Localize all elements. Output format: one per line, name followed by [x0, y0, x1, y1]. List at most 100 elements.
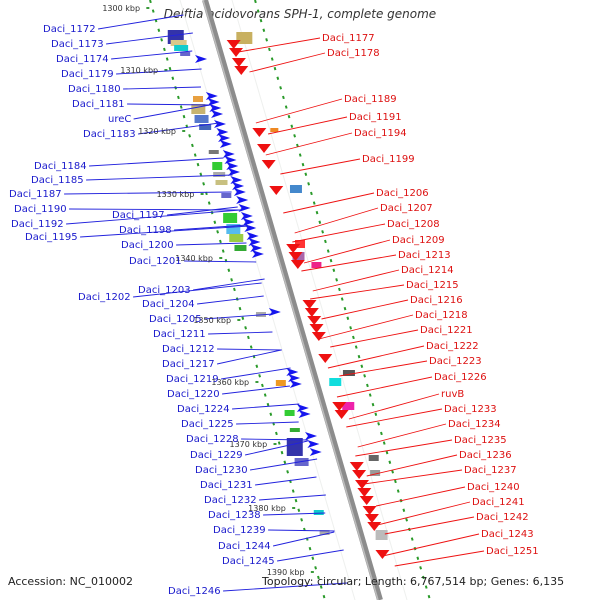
- right-gene-label: Daci_1241: [472, 497, 525, 508]
- forward-gene-arrow: [232, 182, 245, 190]
- reverse-gene-arrow: [357, 488, 372, 497]
- left-gene-label: ureC: [108, 114, 131, 125]
- gene-block: [191, 104, 206, 114]
- scale-label: 1380 kbp: [248, 504, 286, 513]
- scale-label: 1330 kbp: [157, 190, 195, 199]
- forward-gene-arrow: [242, 218, 255, 226]
- left-gene-label: Daci_1192: [11, 219, 64, 230]
- right-gene-label: Daci_1177: [322, 33, 375, 44]
- left-gene-label: Daci_1217: [162, 359, 215, 370]
- right-gene-label: Daci_1237: [464, 465, 517, 476]
- left-gene-label: Daci_1212: [162, 344, 215, 355]
- right-gene-label: Daci_1242: [476, 512, 529, 523]
- reverse-gene-arrow: [261, 160, 276, 169]
- reverse-gene-arrow: [226, 40, 241, 49]
- reverse-gene-arrow: [286, 244, 301, 253]
- reverse-gene-arrow: [234, 66, 249, 75]
- left-gene-label: Daci_1195: [25, 232, 78, 243]
- left-gene-label: Daci_1183: [83, 129, 136, 140]
- left-gene-label: Daci_1244: [218, 541, 271, 552]
- reverse-gene-arrow: [375, 550, 390, 559]
- forward-gene-arrow: [288, 374, 301, 382]
- reverse-gene-arrow: [288, 252, 303, 261]
- reverse-gene-arrow: [352, 470, 367, 479]
- left-gene-label: Daci_1172: [43, 24, 96, 35]
- reverse-gene-arrow: [231, 58, 246, 67]
- reverse-gene-arrow: [290, 260, 305, 269]
- gene-block: [193, 96, 204, 102]
- gene-block: [170, 40, 187, 46]
- left-gene-label: Daci_1198: [119, 225, 172, 236]
- left-gene-label: Daci_1187: [9, 189, 62, 200]
- right-gene-label: Daci_1209: [392, 235, 445, 246]
- forward-gene-arrow: [222, 150, 235, 158]
- scale-label: 1300 kbp: [102, 4, 140, 13]
- right-gene-label: Daci_1240: [467, 482, 520, 493]
- gene-block: [311, 262, 322, 268]
- right-gene-label: Daci_1194: [354, 128, 407, 139]
- right-gene-label: Daci_1221: [420, 325, 473, 336]
- scale-label: 1340 kbp: [175, 254, 213, 263]
- forward-gene-arrow: [211, 110, 224, 118]
- forward-gene-arrow: [205, 92, 218, 100]
- forward-gene-arrow: [224, 156, 237, 164]
- left-gene-label: Daci_1184: [34, 161, 87, 172]
- forward-gene-arrow: [219, 140, 232, 148]
- reverse-gene-arrow: [359, 496, 374, 505]
- forward-gene-arrow: [250, 244, 263, 252]
- reverse-gene-arrow: [318, 354, 333, 363]
- right-gene-label: Daci_1191: [349, 112, 402, 123]
- gene-block: [286, 438, 303, 456]
- right-gene-label: Daci_1222: [426, 341, 479, 352]
- left-gene-label: Daci_1219: [166, 374, 219, 385]
- left-gene-label: Daci_1203: [138, 285, 191, 296]
- forward-gene-arrow: [298, 410, 311, 418]
- forward-gene-arrow: [307, 440, 320, 448]
- forward-gene-arrow: [296, 404, 309, 412]
- left-gene-label: Daci_1185: [31, 175, 84, 186]
- left-gene-label: Daci_1180: [68, 84, 121, 95]
- forward-gene-arrow: [240, 212, 253, 220]
- left-gene-label: Daci_1230: [195, 465, 248, 476]
- gene-block: [370, 470, 381, 476]
- forward-gene-arrow: [226, 162, 239, 170]
- genome-backbone: [202, 0, 383, 600]
- right-gene-label: Daci_1213: [398, 250, 451, 261]
- gene-block: [342, 402, 355, 410]
- forward-gene-arrow: [207, 98, 220, 106]
- left-gene-label: Daci_1238: [208, 510, 261, 521]
- reverse-gene-arrow: [269, 186, 284, 195]
- left-gene-label: Daci_1179: [61, 69, 114, 80]
- gene-block: [342, 370, 355, 376]
- left-gene-label: Daci_1228: [186, 434, 239, 445]
- forward-gene-arrow: [218, 134, 231, 142]
- right-gene-label: Daci_1236: [459, 450, 512, 461]
- gene-block: [236, 32, 253, 44]
- reverse-gene-arrow: [334, 410, 349, 419]
- gene-block: [223, 213, 238, 223]
- gene-block: [270, 128, 279, 132]
- scale-label: 1350 kbp: [193, 316, 231, 325]
- left-gene-label: Daci_1225: [181, 419, 234, 430]
- left-gene-label: Daci_1245: [222, 556, 275, 567]
- gene-block: [194, 115, 209, 123]
- forward-gene-arrow: [216, 128, 229, 136]
- left-gene-label: Daci_1246: [168, 586, 221, 597]
- right-gene-label: Daci_1223: [429, 356, 482, 367]
- scale-label: 1370 kbp: [230, 440, 268, 449]
- reverse-gene-arrow: [364, 514, 379, 523]
- gene-block: [234, 245, 247, 251]
- left-gene-label: Daci_1205: [149, 314, 202, 325]
- right-gene-label: Daci_1243: [481, 529, 534, 540]
- reverse-gene-arrow: [362, 506, 377, 515]
- gene-block: [174, 45, 189, 51]
- reverse-gene-arrow: [252, 128, 267, 137]
- right-gene-label: Daci_1233: [444, 404, 497, 415]
- topology-text: Topology: circular; Length: 6,767,514 bp…: [262, 575, 565, 588]
- scale-label: 1320 kbp: [138, 127, 176, 136]
- gene-block: [221, 193, 232, 198]
- gene-block: [368, 455, 379, 461]
- reverse-gene-arrow: [302, 300, 317, 309]
- reverse-gene-arrow: [257, 144, 272, 153]
- left-gene-label: Daci_1197: [112, 210, 165, 221]
